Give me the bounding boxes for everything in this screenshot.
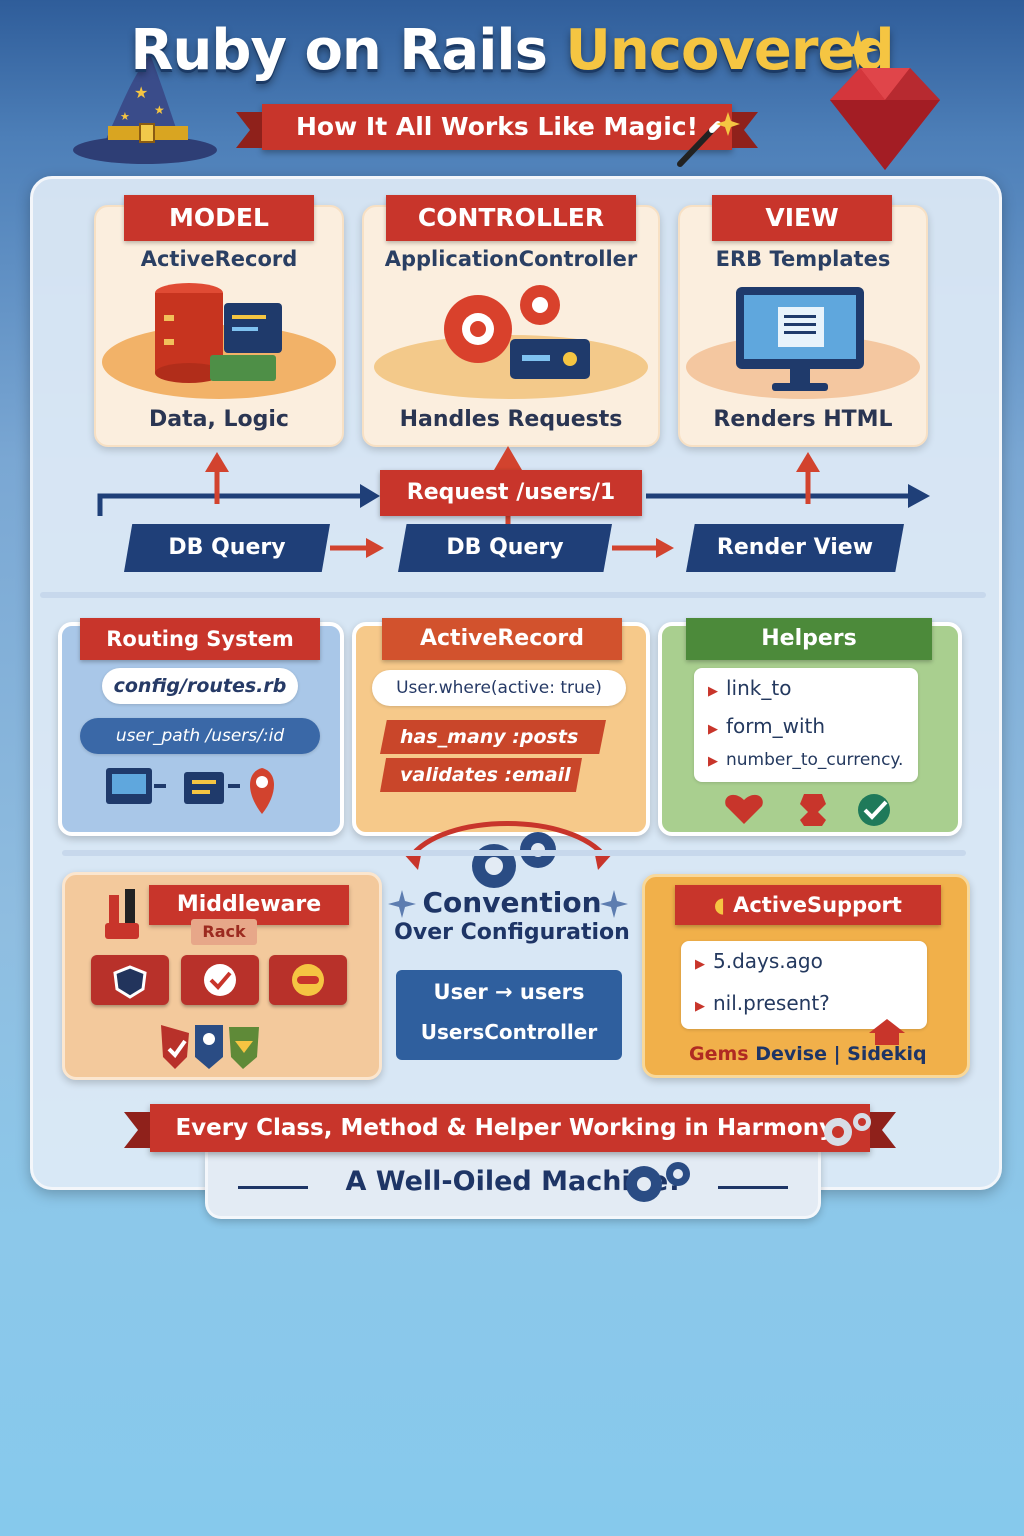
activerecord-card: ActiveRecord User.where(active: true) ha… bbox=[352, 618, 650, 836]
convention-map1: User → users bbox=[433, 980, 585, 1004]
convention-block: Convention Over Configuration User → use… bbox=[388, 880, 636, 1070]
database-icon bbox=[155, 283, 282, 383]
controller-foot: Handles Requests bbox=[399, 407, 623, 432]
model-head: MODEL bbox=[124, 195, 314, 241]
route-map-icons bbox=[106, 768, 274, 814]
activerecord-validation: validates :email bbox=[380, 758, 582, 792]
activerecord-query: User.where(active: true) bbox=[372, 670, 626, 706]
svg-text:★: ★ bbox=[120, 110, 130, 123]
activesupport-icon: ◖ bbox=[714, 893, 726, 917]
activesupport-item-2: ▶nil.present? bbox=[695, 991, 830, 1015]
helpers-head: Helpers bbox=[686, 618, 932, 660]
convention-map2: UsersController bbox=[420, 1020, 598, 1044]
routing-head: Routing System bbox=[80, 618, 320, 660]
footer-line-right bbox=[718, 1186, 788, 1189]
activesupport-head: ◖ActiveSupport bbox=[675, 885, 941, 925]
activesupport-gems: Gems Devise | Sidekiq bbox=[689, 1043, 927, 1065]
footer-line-left bbox=[238, 1186, 308, 1189]
gems-label: Gems bbox=[689, 1043, 749, 1065]
routing-file: config/routes.rb bbox=[102, 668, 298, 704]
gears-footer-icon bbox=[626, 1162, 690, 1202]
controller-card: CONTROLLER ApplicationController Handles… bbox=[362, 195, 660, 447]
model-card: MODEL ActiveRecord Data, Logic bbox=[94, 195, 344, 447]
middleware-icons bbox=[113, 964, 324, 1069]
helpers-list bbox=[694, 668, 918, 782]
view-foot: Renders HTML bbox=[713, 407, 893, 432]
convention-line2: Over Configuration bbox=[394, 920, 630, 945]
flow-step-render-view: Render View bbox=[686, 524, 904, 572]
gems-list: Devise | Sidekiq bbox=[755, 1043, 927, 1065]
activerecord-assoc: has_many :posts bbox=[380, 720, 606, 754]
convention-mapping-box bbox=[396, 970, 622, 1060]
wizard-hat-icon: ★ ★ ★ bbox=[73, 54, 217, 164]
helper-status-icons bbox=[725, 794, 890, 826]
ruby-gem-icon bbox=[830, 68, 940, 170]
helpers-item-1: ▶link_to bbox=[708, 676, 792, 700]
footer-ribbon: Every Class, Method & Helper Working in … bbox=[124, 1104, 896, 1152]
activesupport-list bbox=[681, 941, 927, 1029]
house-icon bbox=[869, 1019, 905, 1045]
divider-bottom bbox=[62, 850, 966, 856]
view-card: VIEW ERB Templates Renders HTML bbox=[678, 195, 928, 447]
page-title: Ruby on Rails Uncovered bbox=[130, 18, 894, 83]
gears-ribbon-icon bbox=[824, 1113, 871, 1146]
helpers-item-3: ▶number_to_currency. bbox=[708, 750, 904, 770]
subtitle-ribbon: How It All Works Like Magic! bbox=[236, 104, 758, 150]
activesupport-card: ◖ActiveSupport ▶5.days.ago ▶nil.present?… bbox=[642, 874, 970, 1078]
convention-line1: Convention bbox=[422, 886, 602, 919]
model-foot: Data, Logic bbox=[149, 407, 289, 432]
controller-head: CONTROLLER bbox=[386, 195, 636, 241]
view-sub: ERB Templates bbox=[715, 247, 891, 271]
helpers-card: Helpers ▶link_to ▶form_with ▶number_to_c… bbox=[658, 618, 962, 836]
star-left-icon bbox=[388, 890, 416, 918]
view-head: VIEW bbox=[712, 195, 892, 241]
magic-wand-icon bbox=[677, 112, 740, 167]
flow-step-db-query-2: DB Query bbox=[398, 524, 612, 572]
routing-path: user_path /users/:id bbox=[80, 718, 320, 754]
model-sub: ActiveRecord bbox=[140, 247, 298, 271]
helpers-item-2: ▶form_with bbox=[708, 714, 826, 738]
plug-icon bbox=[105, 889, 139, 939]
footer-plate: A Well-Oiled Machine! bbox=[205, 1152, 821, 1219]
flow-step-db-query-1: DB Query bbox=[124, 524, 330, 572]
svg-text:★: ★ bbox=[154, 103, 165, 117]
gears-icon bbox=[444, 285, 590, 379]
footer-tagline: A Well-Oiled Machine! bbox=[345, 1166, 681, 1197]
svg-text:★: ★ bbox=[134, 83, 148, 102]
divider-top bbox=[40, 592, 986, 598]
monitor-icon bbox=[736, 287, 864, 391]
activerecord-head: ActiveRecord bbox=[382, 618, 622, 660]
routing-card: Routing System config/routes.rb user_pat… bbox=[58, 618, 344, 836]
controller-sub: ApplicationController bbox=[384, 247, 638, 271]
middleware-card: Middleware Rack bbox=[62, 872, 382, 1080]
star-right-icon bbox=[600, 890, 628, 918]
middleware-head: Middleware bbox=[149, 885, 349, 925]
request-banner: Request /users/1 bbox=[380, 470, 642, 516]
sparkle-icon bbox=[838, 30, 878, 70]
activesupport-item-1: ▶5.days.ago bbox=[695, 949, 823, 973]
middleware-sub: Rack bbox=[191, 919, 257, 945]
